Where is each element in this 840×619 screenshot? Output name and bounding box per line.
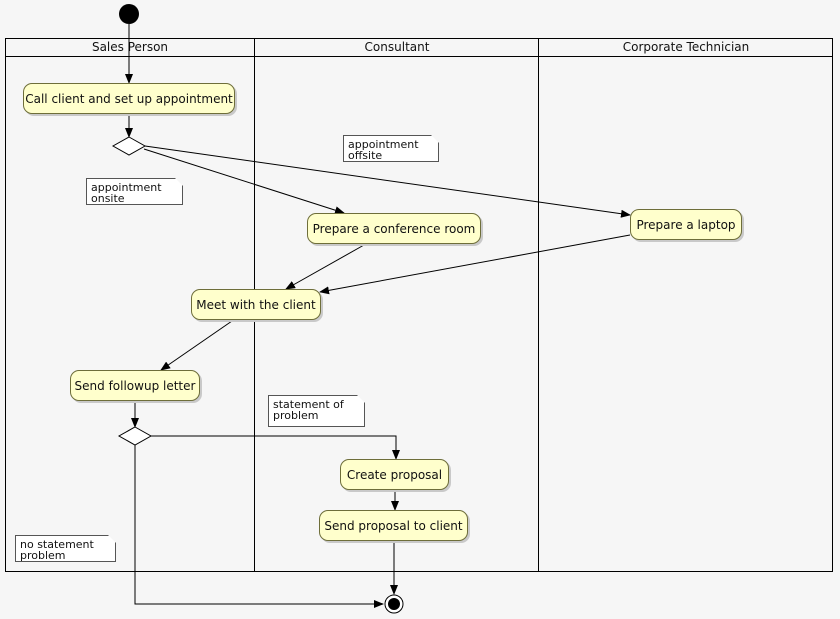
note-line: appointment bbox=[91, 181, 162, 194]
note-line: statement of bbox=[273, 398, 344, 411]
activity-meet-client[interactable]: Meet with the client bbox=[191, 289, 321, 320]
note-line: offsite bbox=[348, 149, 383, 162]
edge-laptop-to-meet bbox=[319, 234, 631, 295]
edge-decision-to-laptop bbox=[144, 145, 631, 218]
edge-decision-to-end bbox=[134, 445, 384, 608]
activity-send-followup[interactable]: Send followup letter bbox=[70, 370, 200, 401]
note-line: problem bbox=[273, 409, 319, 422]
activity-prepare-conference-room[interactable]: Prepare a conference room bbox=[307, 213, 481, 244]
activity-call-client[interactable]: Call client and set up appointment bbox=[23, 83, 235, 114]
lane-header-sales-person: Sales Person bbox=[5, 38, 255, 57]
note-statement-of-problem: statement of problem bbox=[268, 395, 365, 427]
note-line: appointment bbox=[348, 138, 419, 151]
decision-appointment bbox=[111, 136, 147, 156]
edge-meet-to-followup bbox=[160, 320, 233, 371]
final-node-core bbox=[388, 598, 400, 610]
note-line: no statement bbox=[20, 538, 94, 551]
edge-decision-to-create-proposal bbox=[151, 435, 400, 460]
edge-decision-to-conference-room bbox=[143, 148, 345, 215]
activity-send-proposal[interactable]: Send proposal to client bbox=[319, 510, 468, 541]
note-line: problem bbox=[20, 549, 66, 562]
activity-create-proposal[interactable]: Create proposal bbox=[340, 459, 449, 490]
decision-statement bbox=[117, 426, 153, 446]
note-appointment-onsite: appointment onsite bbox=[86, 178, 183, 205]
note-line: onsite bbox=[91, 192, 125, 205]
lane-divider bbox=[538, 38, 539, 572]
lane-header-corporate-technician: Corporate Technician bbox=[539, 38, 833, 57]
note-appointment-offsite: appointment offsite bbox=[343, 135, 439, 162]
edge-conference-room-to-meet bbox=[285, 244, 365, 290]
activity-prepare-laptop[interactable]: Prepare a laptop bbox=[630, 209, 742, 240]
note-no-statement-problem: no statement problem bbox=[15, 535, 116, 562]
lane-header-consultant: Consultant bbox=[255, 38, 539, 57]
initial-node bbox=[119, 4, 139, 24]
swimlane-frame bbox=[5, 38, 833, 572]
